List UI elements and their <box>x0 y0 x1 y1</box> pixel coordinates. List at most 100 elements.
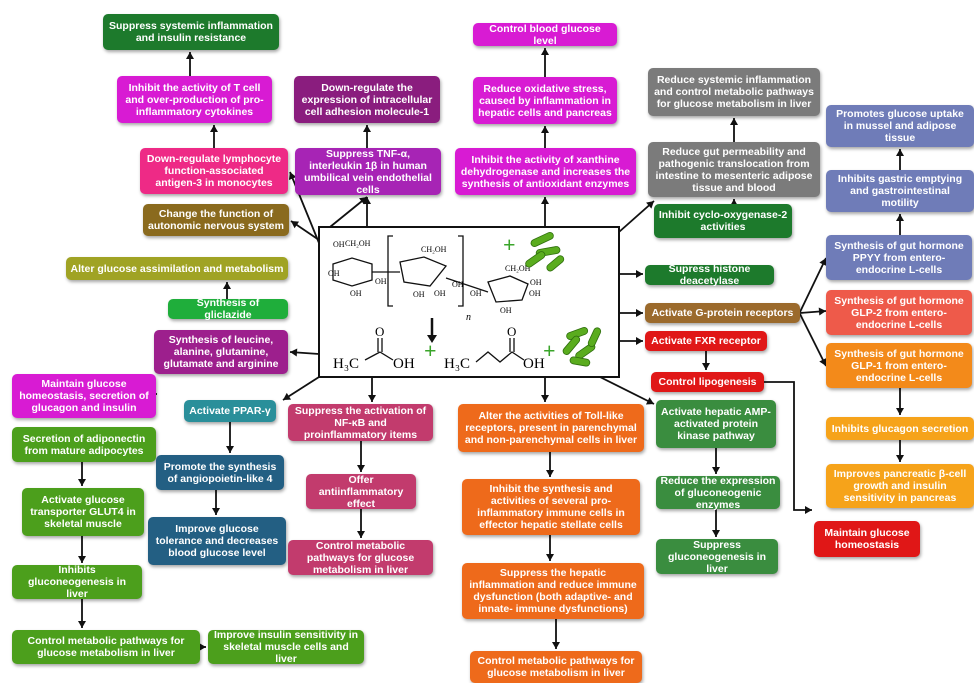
butyrate-chain <box>475 351 525 363</box>
box-activate-ppar: Activate PPAR-γ <box>184 400 276 422</box>
repeat-bracket-right <box>458 235 464 307</box>
glucose-ring-1 <box>332 257 373 287</box>
arrow-head-31 <box>78 479 86 486</box>
box-text: Promote the synthesis of angiopoietin-li… <box>163 460 277 485</box>
box-text: Promotes glucose uptake in mussel and ad… <box>836 108 964 144</box>
arrow-22 <box>799 313 827 367</box>
arrow-head-4 <box>541 48 549 55</box>
bacteria-cluster-top <box>525 231 565 272</box>
bacteria-cluster-bottom <box>562 327 602 367</box>
arrow-head-33 <box>78 621 86 628</box>
arrow-head-41 <box>712 530 720 537</box>
box-text: Supress histone deacetylase <box>668 263 751 287</box>
arrow-head-21 <box>818 307 826 316</box>
box-text: Inhibits glucagon secretion <box>831 422 969 435</box>
box-control-metabolic-rose: Control metabolic pathways for glucose m… <box>288 539 433 576</box>
arrow-12 <box>289 171 320 244</box>
arrow-28 <box>599 376 655 405</box>
box-text: Suppress TNF-α, interleukin 1β in human … <box>304 147 432 196</box>
arrow-head-44 <box>805 506 812 514</box>
butyrate-oh-label: OH <box>523 356 545 372</box>
box-suppress-gluconeogenesis: Suppress gluconeogenesis in liver <box>656 538 778 575</box>
arrow-head-30 <box>212 508 220 515</box>
box-reduce-gut-perm: Reduce gut permeability and pathogenic t… <box>648 142 820 197</box>
box-reduce-systemic-grey: Reduce systemic inflammation and control… <box>648 68 820 116</box>
arrow-head-6 <box>730 118 738 125</box>
box-inhibits-gastric: Inhibits gastric emptying and gastrointe… <box>826 170 974 212</box>
arrow-head-32 <box>78 556 86 563</box>
box-text: Alter glucose assimilation and metabolis… <box>70 262 284 275</box>
repeat-bracket-left <box>387 235 393 307</box>
box-text: Suppress gluconeogenesis in liver <box>667 538 767 575</box>
box-inhibit-cox2: Inhibit cyclo-oxygenase-2 activities <box>654 204 792 238</box>
repeat-n-label: n <box>466 312 471 323</box>
box-text: Inhibit the synthesis and activities of … <box>477 483 625 531</box>
box-maintain-homeostasis-left: Maintain glucose homeostasis, secretion … <box>12 374 156 418</box>
arrow-head-8 <box>896 149 904 156</box>
box-synth-glp2: Synthesis of gut hormone GLP-2 from ente… <box>826 290 972 335</box>
arrow-head-19 <box>636 337 643 345</box>
box-text: Control metabolic pathways for glucose m… <box>477 655 635 679</box>
box-text: Down-regulate the expression of intracel… <box>301 81 433 118</box>
box-text: Secretion of adiponectin from mature adi… <box>22 432 146 457</box>
box-promote-angiopoietin: Promote the synthesis of angiopoietin-li… <box>156 455 284 490</box>
box-alter-assimilation: Alter glucose assimilation and metabolis… <box>66 257 288 280</box>
arrow-head-39 <box>552 642 560 649</box>
arrow-head-18 <box>636 309 643 317</box>
oh-label-4: OH <box>375 277 387 286</box>
arrow-head-22 <box>819 357 827 366</box>
box-text: Activate G-protein receptors <box>651 307 794 319</box>
oh-label-11: OH <box>530 278 542 287</box>
butyrate-o-label: O <box>507 324 516 339</box>
fructose-ring-3 <box>487 275 529 303</box>
acetate-o-label: O <box>375 324 384 339</box>
box-text: Activate hepatic AMP-activated protein k… <box>661 406 771 442</box>
box-text: Change the function of autonomic nervous… <box>148 208 284 232</box>
box-control-lipogenesis: Control lipogenesis <box>651 372 764 392</box>
arrow-20 <box>799 257 827 313</box>
oh-label-8: OH <box>470 289 482 298</box>
arrow-head-17 <box>636 270 643 278</box>
fermentation-arrow-head <box>427 335 437 343</box>
box-text: Alter the activities of Toll-like recept… <box>464 410 638 446</box>
plus-sign-2: + <box>543 338 556 363</box>
ch2oh-label-3: CH₂OH <box>505 264 531 273</box>
box-text: Suppress systemic inflammation and insul… <box>109 20 273 44</box>
box-inhibit-xanthine: Inhibit the activity of xanthine dehydro… <box>455 148 636 195</box>
arrow-head-3 <box>363 125 371 132</box>
box-text: Synthesis of gut hormone PPYY from enter… <box>834 239 964 276</box>
box-text: Improves pancreatic β-cell growth and in… <box>833 468 967 504</box>
box-text: Control metabolic pathways for glucose m… <box>27 635 185 659</box>
ch2oh-label-1: CH₂OH <box>345 239 371 248</box>
oh-label-1: OH <box>333 240 345 249</box>
box-text: Inhibit the activity of T cell and over-… <box>125 81 264 118</box>
structure-frame <box>318 226 620 378</box>
arrow-head-5 <box>541 126 549 133</box>
box-text: Activate PPAR-γ <box>189 405 271 417</box>
box-text: Inhibits gastric emptying and gastrointe… <box>837 173 963 209</box>
oh-label-2: OH <box>328 269 340 278</box>
arrow-44 <box>764 381 812 511</box>
box-activate-ampk: Activate hepatic AMP-activated protein k… <box>656 400 776 448</box>
box-improve-tolerance: Improve glucose tolerance and decreases … <box>148 517 286 565</box>
arrow-head-40 <box>712 467 720 474</box>
arrow-13 <box>329 196 368 228</box>
oh-label-6: OH <box>434 289 446 298</box>
arrow-head-27 <box>541 395 549 402</box>
box-suppress-hepatic: Suppress the hepatic inflammation and re… <box>462 563 644 619</box>
box-control-metabolic-green: Control metabolic pathways for glucose m… <box>12 630 200 664</box>
box-control-glucose: Control blood glucose level <box>473 23 617 47</box>
arrow-head-20 <box>819 258 827 267</box>
box-activate-glut4: Activate glucose transporter GLUT4 in sk… <box>22 488 144 536</box>
arrow-head-2 <box>210 125 218 132</box>
box-synth-ppyy: Synthesis of gut hormone PPYY from enter… <box>826 235 972 280</box>
box-text: Reduce oxidative stress, caused by infla… <box>478 82 612 119</box>
box-downreg-icam: Down-regulate the expression of intracel… <box>294 76 440 123</box>
box-text: Suppress the hepatic inflammation and re… <box>469 567 637 615</box>
box-text: Control metabolic pathways for glucose m… <box>306 539 415 576</box>
box-activate-fxr: Activate FXR receptor <box>645 331 767 351</box>
arrow-head-25 <box>283 392 292 400</box>
oh-label-9: OH <box>500 306 512 315</box>
arrow-16 <box>618 200 655 233</box>
